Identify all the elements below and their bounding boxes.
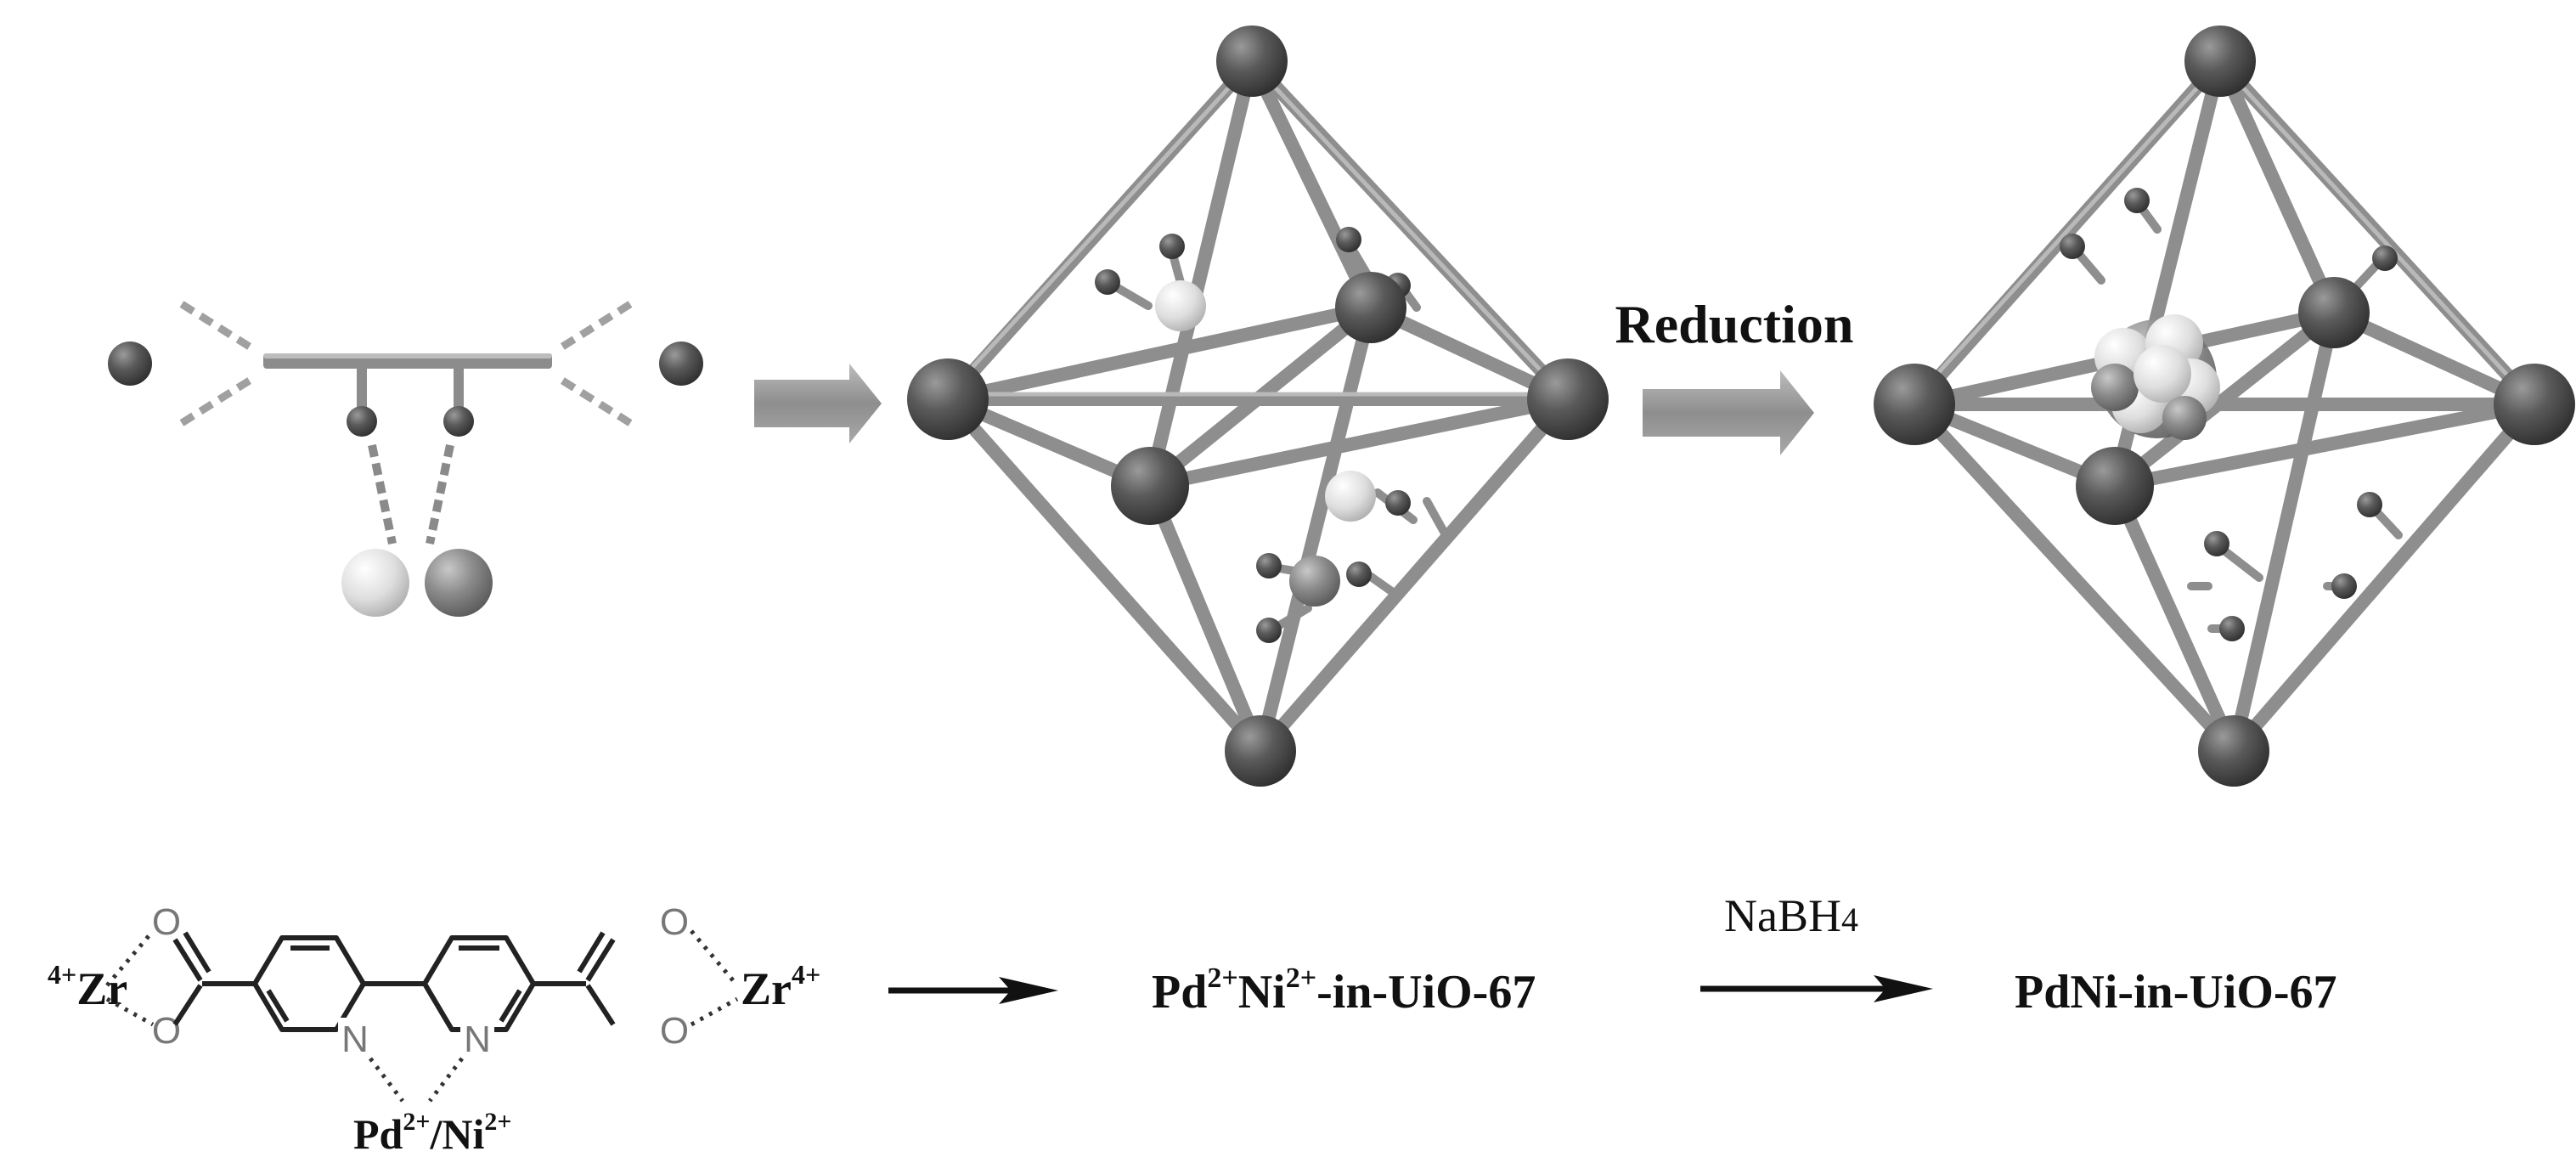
zr-node-west [907,358,989,440]
zr-node-back-2 [2298,277,2370,348]
reduction-arrow-icon [1643,370,1814,455]
zr-right-symbol: Zr [741,963,792,1014]
right-arrow-icon [754,364,882,443]
linker-structure: 4+Zr O O O O N N [48,901,820,1157]
oxygen-right-top: O [660,901,689,943]
zr-left-charge: 4+ [48,959,76,990]
encapsulated-pd-ion-2 [1325,471,1376,522]
svg-text:4+Zr: 4+Zr [48,959,127,1014]
zr-node-west-2 [1874,364,1955,445]
octahedron-pdni-ions [907,25,1609,787]
bipyridine-arm-1 [357,369,367,411]
product-1-label: Pd2+Ni2+-in-UiO-67 [1152,962,1536,1019]
zr-node-bottom-2 [2198,715,2269,787]
reaction-arrow-1 [888,977,1058,1004]
n-site-2 [443,406,474,437]
product-2-label: PdNi-in-UiO-67 [2015,966,2337,1019]
zr-node-right [659,341,703,386]
bipyridine-skeleton [172,931,616,1032]
encapsulated-ni-ion [1289,556,1340,607]
coordinated-metals-label: Pd2+/Ni2+ [353,1108,511,1157]
ni-ion [425,549,493,617]
zr-node-front [1111,447,1189,525]
zr-node-front-2 [2076,447,2154,525]
zr-left-symbol: Zr [76,963,127,1014]
nitrogen-left-label: N [341,1019,369,1060]
octahedron-1-rods [941,54,1575,758]
zr-node-east-2 [2494,364,2575,445]
linker-schematic [108,301,703,617]
octahedron-2-stub-beads [2060,188,2398,641]
octahedron-pdni-nanoparticle [1874,25,2575,787]
coordination-dashes-left [179,301,257,426]
encapsulated-pd-ion-1 [1155,280,1206,331]
zr-node-east [1527,358,1609,440]
zr-node-top-2 [2184,25,2256,97]
reaction-arrow-2 [1700,975,1933,1002]
oxygen-left-top: O [152,901,181,943]
zr-node-left [108,341,152,386]
zr-node-back [1335,272,1406,343]
bipyridine-arm-2 [454,369,464,411]
coordination-dashes-right [555,301,633,426]
oxygen-left-bottom: O [152,1010,181,1052]
reagent-label: NaBH4 [1724,890,1858,941]
nitrogen-right-label: N [464,1019,491,1060]
zr-right-charge: 4+ [792,959,820,990]
oxygen-right-bottom: O [660,1010,689,1052]
octahedron-2-rods [1908,54,2541,758]
reduction-label: Reduction [1615,294,1854,354]
metal-coordination-dashes [368,443,454,545]
zr-node-top [1216,25,1288,97]
pdni-nanoparticle [2091,314,2220,440]
zr-node-bottom [1225,715,1296,787]
pd-ion [341,549,409,617]
n-site-1 [347,406,377,437]
svg-text:Zr4+: Zr4+ [741,959,820,1014]
